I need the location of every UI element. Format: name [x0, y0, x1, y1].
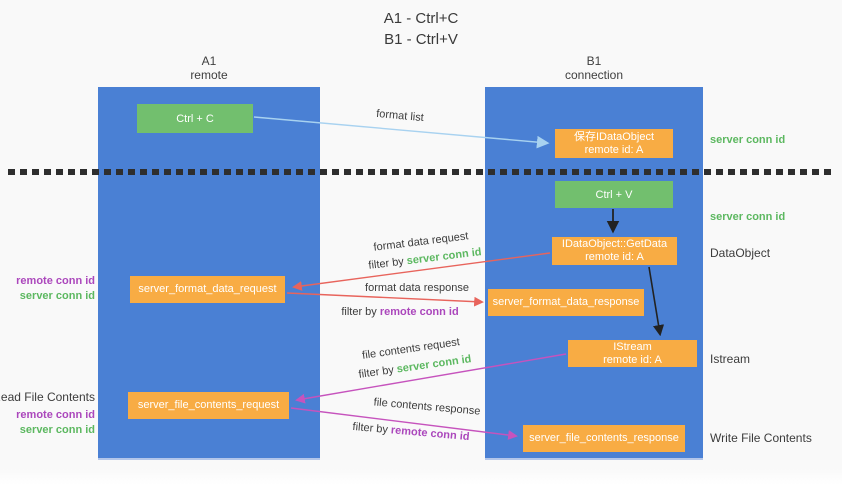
save-idataobject-title: 保存IDataObject — [573, 130, 655, 143]
getdata-remote-id: remote id: A — [585, 251, 644, 263]
istream-title: IStream — [613, 340, 652, 353]
filter-prefix: filter by — [367, 255, 408, 272]
dataobject-label: DataObject — [710, 246, 771, 260]
column-a1-subtitle: remote — [190, 68, 228, 82]
right-server-conn-id-top: server conn id — [710, 134, 786, 146]
filter-server-conn-id: server conn id — [406, 246, 483, 268]
server-file-contents-request-node: server_file_contents_request — [128, 392, 289, 419]
title-line-ctrl-c: A1 - Ctrl+C — [383, 10, 459, 27]
istream-node: IStream remote id: A — [568, 340, 697, 367]
format-data-response-label: format data response — [365, 282, 469, 294]
server-format-data-response-node: server_format_data_response — [488, 289, 644, 316]
dotted-separator — [8, 169, 836, 175]
column-b1-subtitle: connection — [564, 68, 624, 82]
left-file-conn-ids: remote conn id server conn id — [16, 408, 95, 438]
left-format-conn-ids: remote conn id server conn id — [16, 274, 95, 304]
write-file-contents-label: Write File Contents — [710, 431, 812, 445]
filter-server-conn-id: server conn id — [395, 353, 473, 376]
filter-prefix: filter by — [352, 420, 392, 437]
diagram-title: A1 - Ctrl+C B1 - Ctrl+V — [0, 8, 842, 50]
save-idataobject-node: 保存IDataObject remote id: A — [555, 129, 673, 158]
column-b1-name: B1 — [586, 54, 602, 68]
left-format-server-conn-id: server conn id — [19, 290, 95, 302]
left-file-remote-conn-id: remote conn id — [16, 409, 95, 421]
ctrl-c-node: Ctrl + C — [137, 104, 253, 133]
istream-remote-id: remote id: A — [603, 353, 662, 366]
ctrl-v-node: Ctrl + V — [555, 181, 673, 208]
read-file-contents-label: Read File Contents — [0, 390, 95, 404]
column-header-a1: A1 remote — [98, 54, 320, 82]
filter-remote-conn-id: remote conn id — [390, 424, 470, 444]
file-contents-response-filter-label: filter by remote conn id — [352, 421, 470, 443]
getdata-title: IDataObject::GetData — [561, 238, 668, 250]
filter-prefix: filter by — [357, 363, 398, 381]
bottom-fade — [0, 469, 842, 485]
server-format-data-request-node: server_format_data_request — [130, 276, 285, 303]
getdata-node: IDataObject::GetData remote id: A — [552, 237, 677, 265]
file-contents-response-label: file contents response — [373, 396, 481, 418]
left-file-server-conn-id: server conn id — [19, 424, 95, 436]
column-header-b1: B1 connection — [485, 54, 703, 82]
save-idataobject-remote-id: remote id: A — [584, 143, 644, 156]
column-a1-name: A1 — [201, 54, 217, 68]
format-list-label: format list — [375, 107, 425, 125]
title-line-ctrl-v: B1 - Ctrl+V — [384, 31, 458, 48]
format-data-response-filter-label: filter by remote conn id — [341, 306, 458, 318]
filter-prefix: filter by — [341, 306, 380, 318]
server-file-contents-response-node: server_file_contents_response — [523, 425, 685, 452]
right-server-conn-id-mid: server conn id — [710, 211, 786, 223]
left-format-remote-conn-id: remote conn id — [16, 275, 95, 287]
istream-label: Istream — [710, 352, 751, 366]
filter-remote-conn-id: remote conn id — [379, 306, 459, 318]
